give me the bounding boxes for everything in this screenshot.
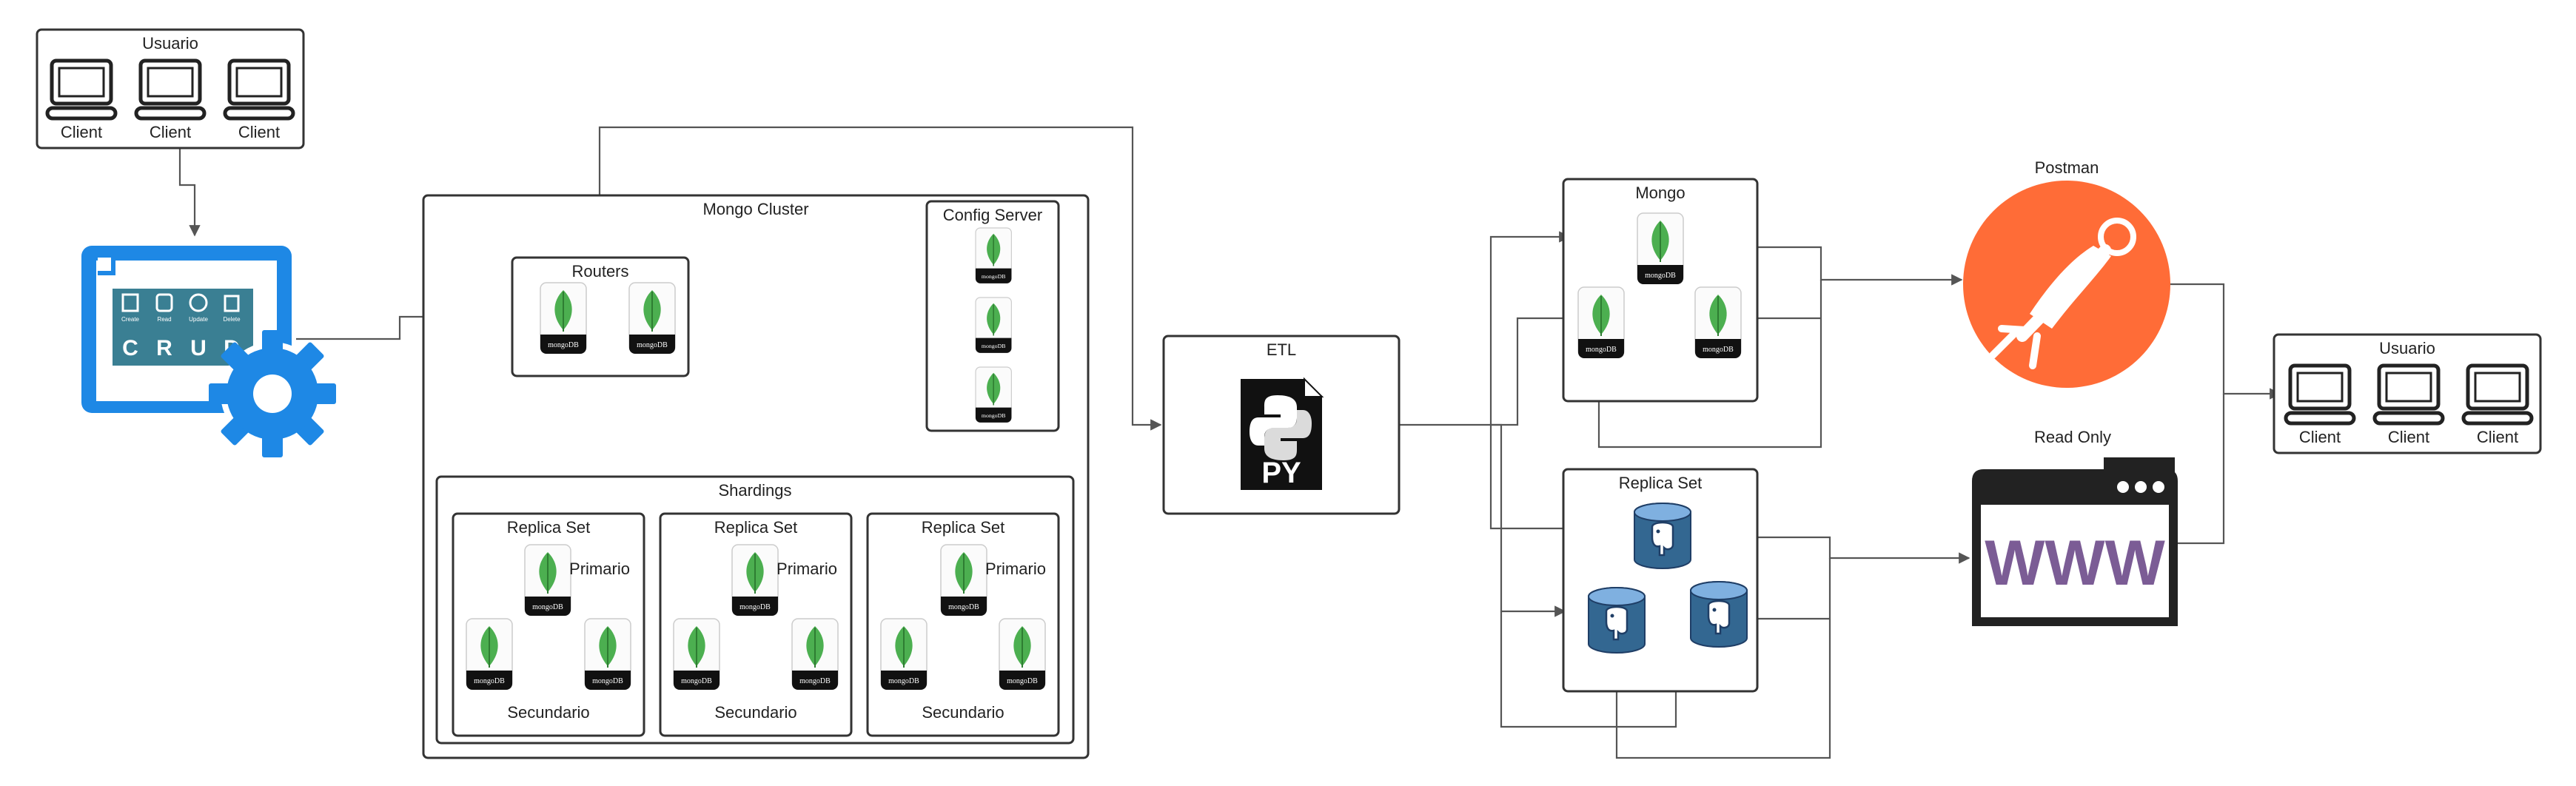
mongo-right-title: Mongo xyxy=(1635,184,1685,202)
users-right-panel: Usuario Client Client Client xyxy=(2273,333,2542,454)
mongodb-icon xyxy=(975,227,1013,284)
etl-to-mongo-arrow xyxy=(1399,231,1571,426)
www-text: WWW xyxy=(1985,528,2165,599)
replica-set-3: Replica Set Primario Secundario xyxy=(866,512,1060,737)
postman-to-users-arrow xyxy=(2170,283,2281,400)
client-label: Client xyxy=(150,123,191,141)
laptop-icon xyxy=(2463,366,2532,423)
mongo-cluster: Mongo Cluster Routers Config Server Shar… xyxy=(422,194,1090,759)
etl-title: ETL xyxy=(1267,340,1296,359)
routers-to-etl-arrow xyxy=(598,126,1162,431)
routers-title: Routers xyxy=(571,262,628,281)
svg-text:Read: Read xyxy=(157,316,171,323)
mongodb-icon xyxy=(1637,212,1684,285)
config-server-title: Config Server xyxy=(943,206,1043,224)
read-only-panel: Read Only WWW xyxy=(1972,428,2178,626)
svg-text:U: U xyxy=(190,336,207,360)
client-label: Client xyxy=(238,123,280,141)
users-right-title: Usuario xyxy=(2379,339,2435,357)
replica-right-box xyxy=(1562,468,1759,693)
replica-set-1: Replica Set Primario Secundario xyxy=(452,512,645,737)
mongodb-icon xyxy=(524,544,571,617)
users-left-panel: Usuario Client Client Client xyxy=(36,28,305,150)
mongo-cluster-title: Mongo Cluster xyxy=(702,200,808,218)
mongodb-icon xyxy=(940,544,987,617)
laptop-icon xyxy=(225,61,293,118)
laptop-icon xyxy=(2375,366,2443,423)
replica-set-2: Replica Set Primario Secundario xyxy=(659,512,853,737)
mongodb-icon xyxy=(466,618,513,691)
python-file-icon: PY xyxy=(1241,377,1324,490)
shardings-title: Shardings xyxy=(718,481,791,500)
etl-panel: ETL PY xyxy=(1162,335,1401,515)
client-label: Client xyxy=(61,123,102,141)
mongodb-icon xyxy=(1694,286,1742,359)
www-browser-icon: WWW xyxy=(1972,457,2178,626)
postman-panel: Postman xyxy=(1963,158,2170,388)
mongodb-icon xyxy=(731,544,779,617)
mongodb-icon xyxy=(999,618,1046,691)
client-label: Client xyxy=(2388,428,2429,446)
client-label: Client xyxy=(2299,428,2341,446)
replica-set-title: Replica Set xyxy=(922,518,1005,537)
mongodb-icon xyxy=(975,297,1013,354)
primary-label: Primario xyxy=(569,560,630,578)
replica-to-readonly-arrow xyxy=(1695,536,1970,564)
client-label: Client xyxy=(2477,428,2518,446)
replica-set-title: Replica Set xyxy=(507,518,591,537)
postgresql-icon xyxy=(1633,502,1692,570)
mongodb-icon xyxy=(540,282,587,355)
svg-text:R: R xyxy=(156,336,172,360)
users-left-title: Usuario xyxy=(142,34,198,53)
read-only-title: Read Only xyxy=(2034,428,2111,446)
svg-text:Delete: Delete xyxy=(223,316,241,323)
mongodb-icon xyxy=(584,618,631,691)
secondary-label: Secundario xyxy=(714,703,796,722)
laptop-icon xyxy=(136,61,204,118)
user-to-crud-arrow xyxy=(178,148,201,237)
mongo-right-panel: Mongo xyxy=(1562,178,1759,403)
svg-text:Update: Update xyxy=(189,316,208,323)
replica-right-title: Replica Set xyxy=(1619,474,1703,492)
postgresql-icon xyxy=(1689,580,1748,648)
svg-text:C: C xyxy=(122,336,138,360)
mongodb-icon xyxy=(628,282,676,355)
svg-text:Create: Create xyxy=(121,316,140,323)
mongodb-icon xyxy=(1577,286,1625,359)
mongodb-icon xyxy=(975,366,1013,423)
mongodb-icon xyxy=(880,618,928,691)
crud-gear-icon: Create Read Update Delete C R U D xyxy=(81,246,336,457)
postgresql-icon xyxy=(1587,586,1646,654)
laptop-icon xyxy=(2286,366,2354,423)
secondary-label: Secundario xyxy=(507,703,589,722)
py-label: PY xyxy=(1261,457,1301,489)
replica-right-panel: Replica Set xyxy=(1562,468,1759,693)
primary-label: Primario xyxy=(777,560,837,578)
gear-icon xyxy=(209,330,336,457)
primary-label: Primario xyxy=(985,560,1046,578)
mongodb-icon xyxy=(673,618,720,691)
postman-icon xyxy=(1963,181,2170,388)
replica-set-title: Replica Set xyxy=(714,518,798,537)
mongodb-icon xyxy=(791,618,839,691)
laptop-icon xyxy=(47,61,115,118)
postman-title: Postman xyxy=(2035,158,2099,177)
secondary-label: Secundario xyxy=(922,703,1004,722)
